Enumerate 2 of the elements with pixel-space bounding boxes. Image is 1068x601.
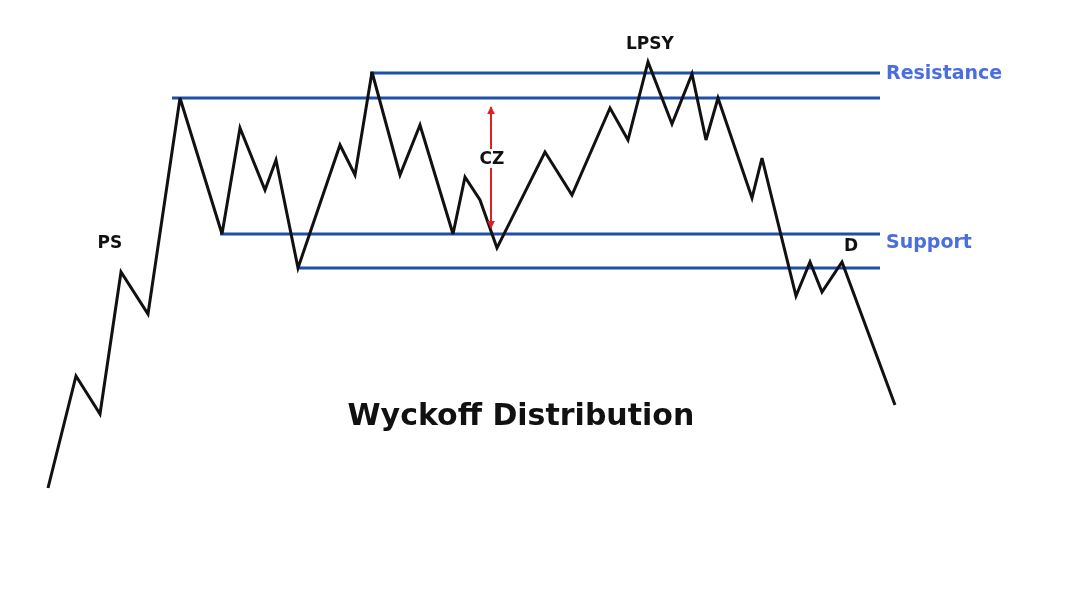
line-label: Support bbox=[884, 231, 974, 252]
point-label: CZ bbox=[477, 149, 507, 168]
